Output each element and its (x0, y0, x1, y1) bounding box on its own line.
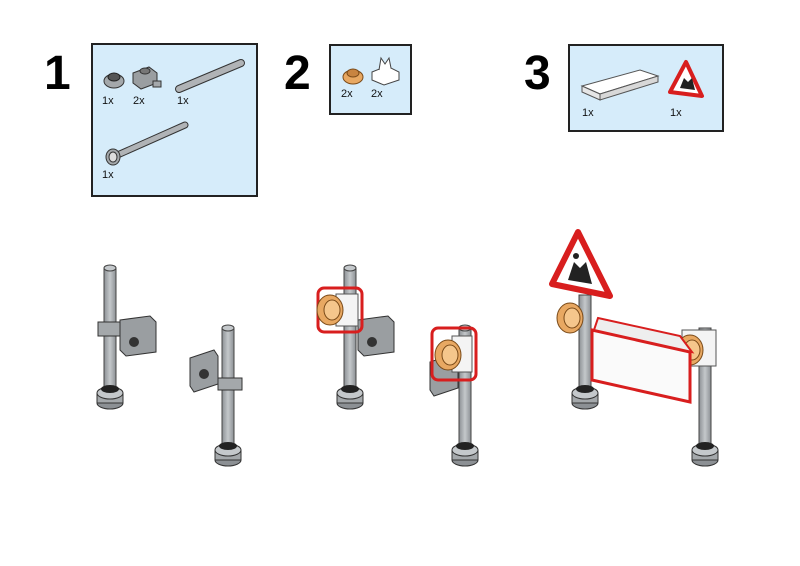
parts-box-step-3: 1x 1x (568, 44, 724, 132)
assembly-step-1 (96, 264, 243, 467)
white-tile-part (580, 69, 660, 101)
orange-round-plate-part (342, 68, 364, 85)
white-clip-plate-part (371, 56, 400, 86)
pole-with-base-part (105, 121, 189, 166)
assembly-step-2 (316, 264, 479, 467)
part-qty: 1x (670, 107, 682, 119)
parts-box-step-1: 1x 2x 1x 1x (91, 43, 258, 197)
step-number-2: 2 (284, 47, 311, 100)
round-plate-part (103, 72, 125, 89)
part-qty: 2x (341, 88, 353, 100)
clip-plate-part (132, 66, 162, 90)
parts-box-step-2: 2x 2x (329, 44, 412, 115)
assembly-step-3 (549, 229, 719, 467)
step-number-1: 1 (44, 47, 71, 100)
part-qty: 1x (102, 95, 114, 107)
part-qty: 1x (582, 107, 594, 119)
step-number-3: 3 (524, 47, 551, 100)
part-qty: 1x (177, 95, 189, 107)
part-qty: 1x (102, 169, 114, 181)
warning-sign-part (668, 60, 704, 98)
part-qty: 2x (133, 95, 145, 107)
bar-part (175, 59, 245, 93)
part-qty: 2x (371, 88, 383, 100)
